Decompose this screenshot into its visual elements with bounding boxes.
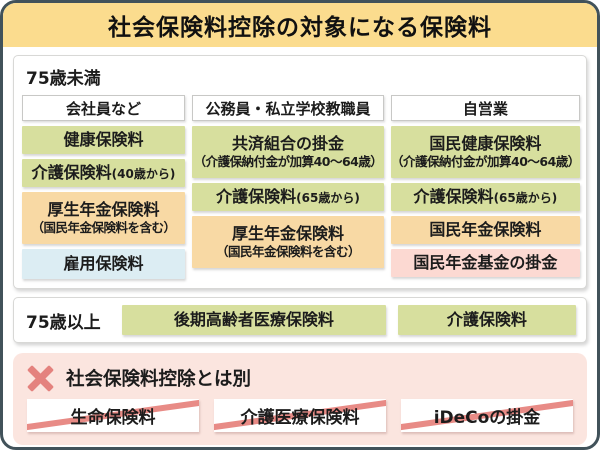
insurance-box-employment: 雇用保険料 [22,249,185,279]
column-header: 会社員など [22,95,185,121]
insurance-box-nursing-care: 介護保険料(65歳から) [192,183,384,211]
insurance-box-mutual-aid: 共済組合の掛金 （介護保納付金が加算40〜64歳） [192,126,384,178]
column-header: 自営業 [391,95,580,121]
age-note: (65歳から) [296,190,360,205]
panel-excluded: 社会保険料控除とは別 生命保険料 介護医療保険料 iDeCoの掛金 [13,353,587,445]
sub-note: （国民年金保険料を含む） [31,219,176,235]
panel-under-75: 75歳未満 会社員など 健康保険料 介護保険料(40歳から) 厚生年金保険料 [13,55,587,289]
sub-note: （介護保納付金が加算40〜64歳） [391,153,580,169]
insurance-box-nursing-care: 介護保険料 [397,305,576,335]
column-company-employee: 会社員など 健康保険料 介護保険料(40歳から) 厚生年金保険料 （国民年金保険… [22,95,185,279]
insurance-box-national-health: 国民健康保険料 （介護保納付金が加算40〜64歳） [391,126,580,178]
column-self-employed: 自営業 国民健康保険料 （介護保納付金が加算40〜64歳） 介護保険料(65歳か… [391,95,580,279]
insurance-box-nursing-care: 介護保険料(65歳から) [391,183,580,211]
red-x-icon [27,365,54,392]
insurance-box-pension-fund: 国民年金基金の掛金 [391,249,580,277]
page-title: 社会保険料控除の対象になる保険料 [3,3,597,47]
insurance-columns: 会社員など 健康保険料 介護保険料(40歳から) 厚生年金保険料 （国民年金保険… [22,95,580,279]
insurance-box-national-pension: 国民年金保険料 [391,216,580,244]
column-header: 公務員・私立学校教職員 [192,95,384,121]
under75-label: 75歳未満 [26,69,101,89]
insurance-box-nursing-care: 介護保険料(40歳から) [22,159,185,187]
sub-note: （国民年金保険料を含む） [215,243,361,259]
excluded-box-life-insurance: 生命保険料 [27,399,199,432]
excluded-boxes: 生命保険料 介護医療保険料 iDeCoの掛金 [27,399,573,432]
excluded-header: 社会保険料控除とは別 [27,363,573,393]
insurance-box-employee-pension: 厚生年金保険料 （国民年金保険料を含む） [192,216,384,268]
excluded-box-care-medical-insurance: 介護医療保険料 [214,399,386,432]
panel-over-75: 75歳以上 後期高齢者医療保険料 介護保険料 [13,297,587,343]
excluded-box-ideco: iDeCoの掛金 [401,399,573,432]
column-public-servant: 公務員・私立学校教職員 共済組合の掛金 （介護保納付金が加算40〜64歳） 介護… [192,95,384,279]
insurance-box-health: 健康保険料 [22,126,185,154]
insurance-box-employee-pension: 厚生年金保険料 （国民年金保険料を含む） [22,192,185,244]
insurance-box-late-elderly-medical: 後期高齢者医療保険料 [122,305,386,335]
content-area: 75歳未満 会社員など 健康保険料 介護保険料(40歳から) 厚生年金保険料 [3,47,597,445]
age-note: (40歳から) [111,166,176,181]
over75-label: 75歳以上 [26,312,101,333]
excluded-title: 社会保険料控除とは別 [66,369,252,390]
sub-note: （介護保納付金が加算40〜64歳） [193,153,383,169]
age-note: (65歳から) [493,190,558,205]
